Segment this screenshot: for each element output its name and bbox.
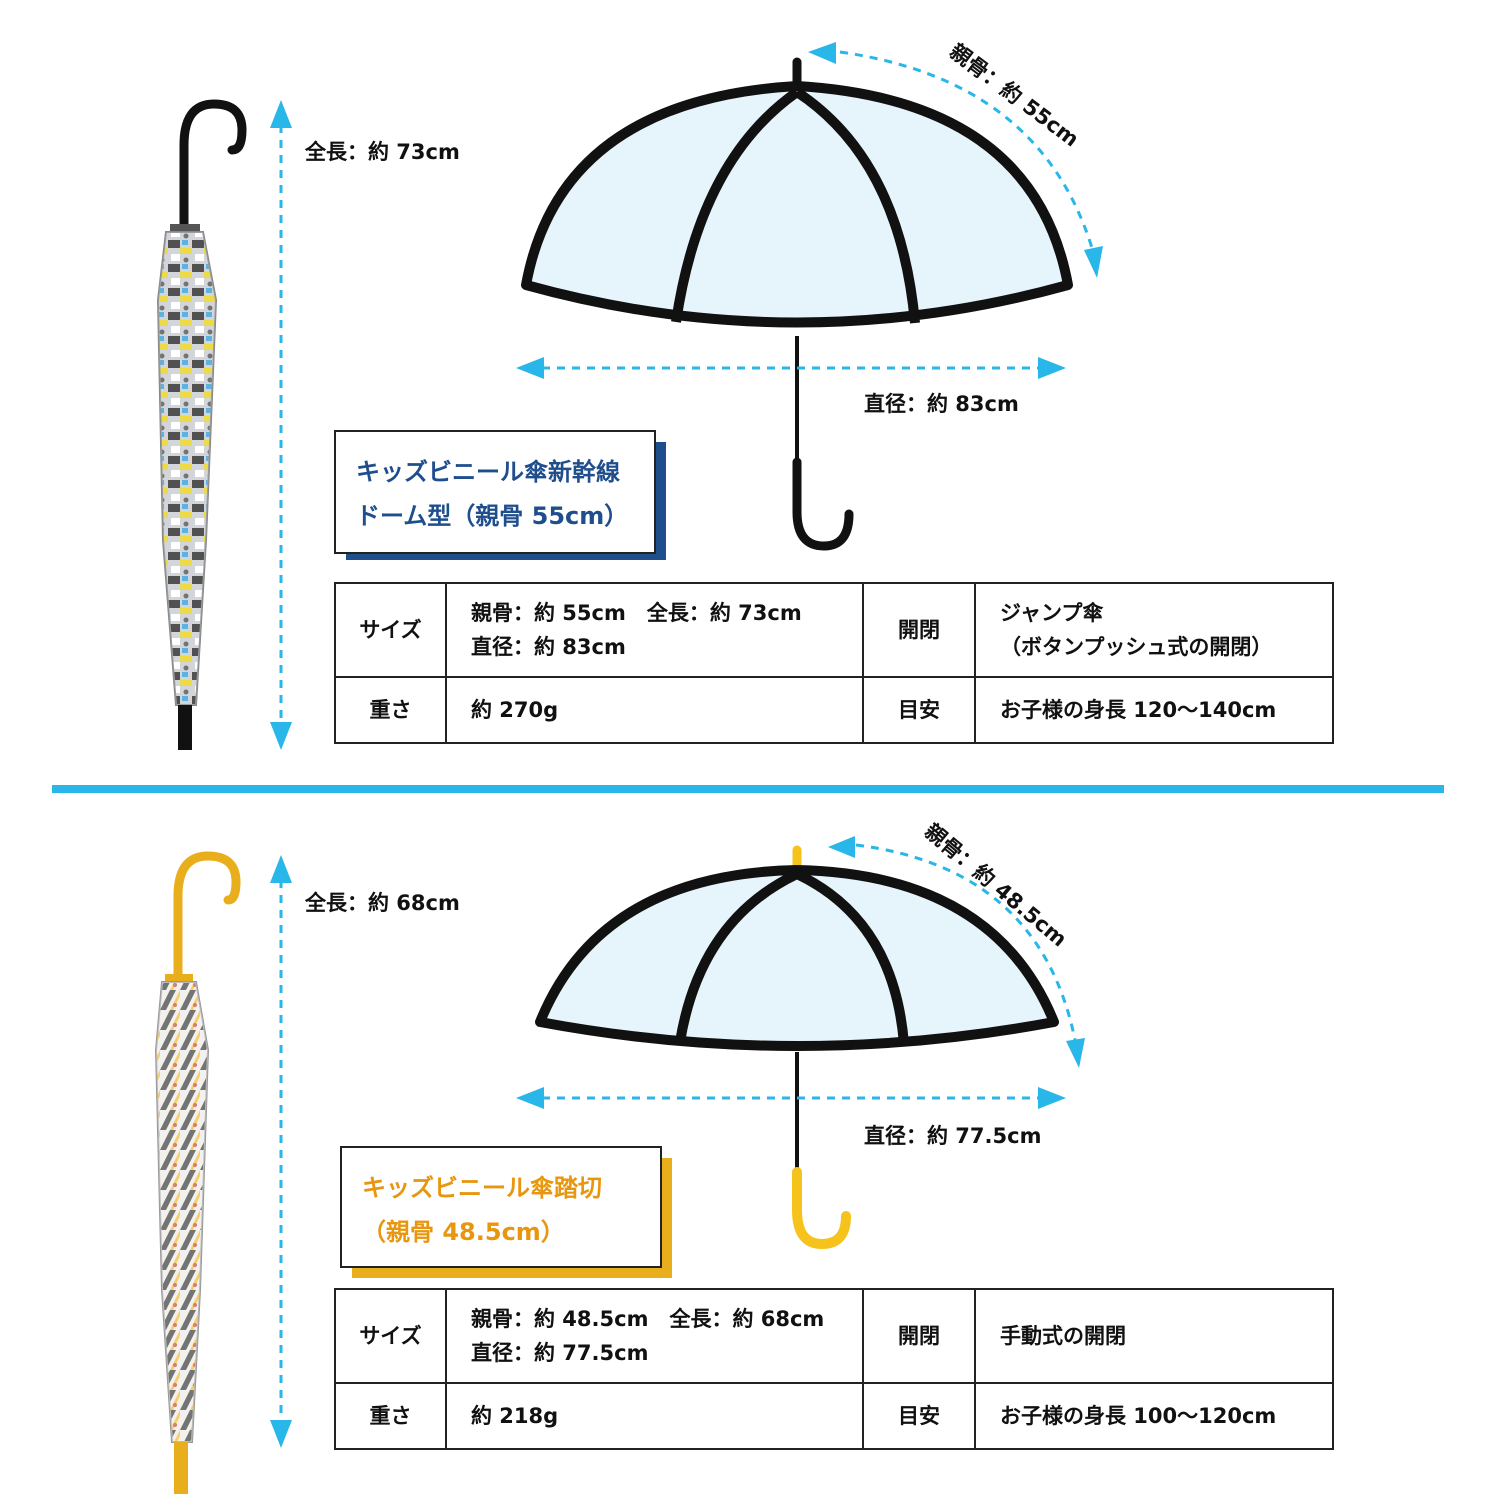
section-divider [52,785,1444,793]
product-section-shinkansen: 全長：約 73cm 親骨：約 55cm 直径：約 83cm キッズビニール傘新幹… [156,39,1334,750]
table-row: サイズ 親骨：約 55cm 全長：約 73cm 直径：約 83cm 開閉 ジャン… [334,582,1334,678]
product-title-line: ドーム型（親骨 55cm） [356,502,629,530]
open-header: 開閉 [862,582,976,678]
table-row: サイズ 親骨：約 48.5cm 全長：約 68cm 直径：約 77.5cm 開閉… [334,1288,1334,1384]
open-line: 手動式の開閉 [1000,1324,1126,1348]
total-length-label: 全長：約 73cm [305,140,460,164]
open-umbrella-dome [521,57,1073,551]
open-value: 手動式の開閉 [974,1288,1334,1384]
closed-umbrella-yellow [154,851,241,1494]
table-row: 重さ 約 218g 目安 お子様の身長 100～120cm [334,1382,1334,1450]
size-line: 親骨：約 55cm 全長：約 73cm [471,601,802,625]
product-title: キッズビニール傘新幹線 ドーム型（親骨 55cm） [334,430,656,554]
open-umbrella-dome [535,845,1059,1250]
table-row: 重さ 約 270g 目安 お子様の身長 120～140cm [334,676,1334,744]
product-title-line: キッズビニール傘新幹線 [356,458,620,486]
spec-table: サイズ 親骨：約 55cm 全長：約 73cm 直径：約 83cm 開閉 ジャン… [334,582,1334,744]
product-title-line: （親骨 48.5cm） [362,1218,565,1246]
size-line: 直径：約 83cm [471,635,626,659]
size-header: サイズ [334,582,447,678]
guide-value: お子様の身長 100～120cm [974,1382,1334,1450]
total-length-label: 全長：約 68cm [305,891,460,915]
open-value: ジャンプ傘 （ボタンプッシュ式の開閉） [974,582,1334,678]
guide-header: 目安 [862,676,976,744]
size-line: 親骨：約 48.5cm 全長：約 68cm [471,1307,825,1331]
weight-value: 約 218g [445,1382,864,1450]
diameter-arrow [516,1087,1066,1109]
guide-header: 目安 [862,1382,976,1450]
product-section-crossing: 全長：約 68cm 親骨：約 48.5cm 直径：約 77.5cm キッズビニー… [0,750,1500,1500]
total-length-arrow [270,855,292,1448]
open-line: （ボタンプッシュ式の開閉） [1000,635,1273,659]
weight-value: 約 270g [445,676,864,744]
diameter-arrow [516,357,1066,379]
size-header: サイズ [334,1288,447,1384]
diameter-label: 直径：約 77.5cm [864,1124,1042,1148]
weight-header: 重さ [334,1382,447,1450]
size-line: 直径：約 77.5cm [471,1341,649,1365]
product-title-line: キッズビニール傘踏切 [362,1174,602,1202]
rib-length-arrow [808,42,1103,278]
guide-value: お子様の身長 120～140cm [974,676,1334,744]
spec-table: サイズ 親骨：約 48.5cm 全長：約 68cm 直径：約 77.5cm 開閉… [334,1288,1334,1450]
diameter-label: 直径：約 83cm [864,392,1019,416]
total-length-arrow [270,100,292,750]
closed-umbrella-black [156,99,247,750]
open-header: 開閉 [862,1288,976,1384]
weight-header: 重さ [334,676,447,744]
open-line: ジャンプ傘 [1000,601,1104,625]
size-value: 親骨：約 48.5cm 全長：約 68cm 直径：約 77.5cm [445,1288,864,1384]
product-title: キッズビニール傘踏切 （親骨 48.5cm） [340,1146,662,1268]
size-value: 親骨：約 55cm 全長：約 73cm 直径：約 83cm [445,582,864,678]
rib-length-arrow [828,836,1085,1068]
